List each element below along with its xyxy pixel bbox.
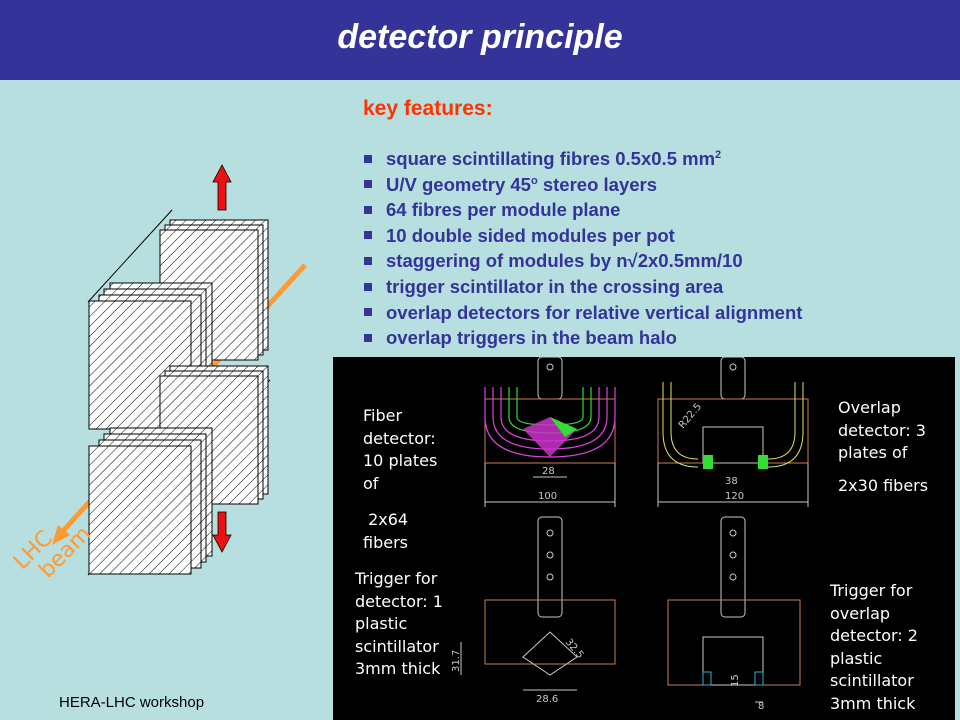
- trigger-overlap-caption: Trigger for overlap detector: 2 plastic …: [830, 581, 918, 713]
- key-features-heading: key features:: [363, 97, 493, 120]
- dim-120: 120: [725, 491, 744, 502]
- bullet-icon: [364, 205, 372, 214]
- cad-drawings: 28 100 R22.5 38 120: [451, 357, 809, 712]
- feature-item: staggering of modules by n√2x0.5mm/10: [360, 250, 802, 276]
- module-plate: [88, 445, 192, 575]
- feature-item: U/V geometry 45o stereo layers: [360, 174, 802, 200]
- feature-item: 10 double sided modules per pot: [360, 225, 802, 251]
- dim-317: 31.7: [451, 650, 462, 672]
- beam-arrow-head: [52, 525, 70, 545]
- feature-item: overlap triggers in the beam halo: [360, 327, 802, 353]
- fiber-detector-drawing: 28 100: [484, 357, 616, 507]
- bullet-icon: [364, 308, 372, 317]
- overlap-detector-caption: Overlap detector: 3 plates of 2x30 fiber…: [838, 398, 929, 495]
- feature-item: square scintillating fibres 0.5x0.5 mm2: [360, 148, 802, 174]
- bullet-icon: [364, 154, 372, 163]
- feature-item: trigger scintillator in the crossing are…: [360, 276, 802, 302]
- dim-100: 100: [538, 491, 557, 502]
- slide-title: detector principle: [337, 18, 623, 56]
- dim-8: 8: [758, 701, 764, 712]
- dim-286: 28.6: [536, 694, 558, 705]
- footer-text: HERA-LHC workshop: [59, 694, 205, 711]
- bullet-icon: [364, 256, 372, 265]
- technical-drawings-panel: 28 100 R22.5 38 120: [333, 357, 955, 720]
- dim-325: 32.5: [563, 637, 586, 661]
- title-bar: [0, 0, 960, 80]
- feature-list: square scintillating fibres 0.5x0.5 mm2 …: [360, 148, 802, 353]
- fiber-detector-caption: Fiber detector: 10 plates of 2x64 fibers: [363, 406, 438, 552]
- dim-r225: R22.5: [677, 401, 704, 430]
- bullet-icon: [364, 333, 372, 342]
- feature-item: overlap detectors for relative vertical …: [360, 302, 802, 328]
- bullet-icon: [364, 231, 372, 240]
- down-arrow-icon: [212, 511, 232, 553]
- dim-28: 28: [542, 466, 555, 477]
- bullet-icon: [364, 282, 372, 291]
- trigger-overlap-drawing: 15 8: [667, 516, 801, 712]
- trigger-drawing: 31.7 32.5 28.6: [451, 516, 616, 705]
- feature-item: 64 fibres per module plane: [360, 199, 802, 225]
- dim-38: 38: [725, 476, 738, 487]
- trigger-caption: Trigger for detector: 1 plastic scintill…: [355, 569, 443, 678]
- overlap-detector-drawing: R22.5 38 120: [657, 357, 809, 507]
- dim-15: 15: [730, 674, 741, 687]
- bullet-icon: [364, 180, 372, 189]
- detector-stack-diagram: LHC beam: [9, 164, 307, 583]
- up-arrow-icon: [212, 164, 232, 211]
